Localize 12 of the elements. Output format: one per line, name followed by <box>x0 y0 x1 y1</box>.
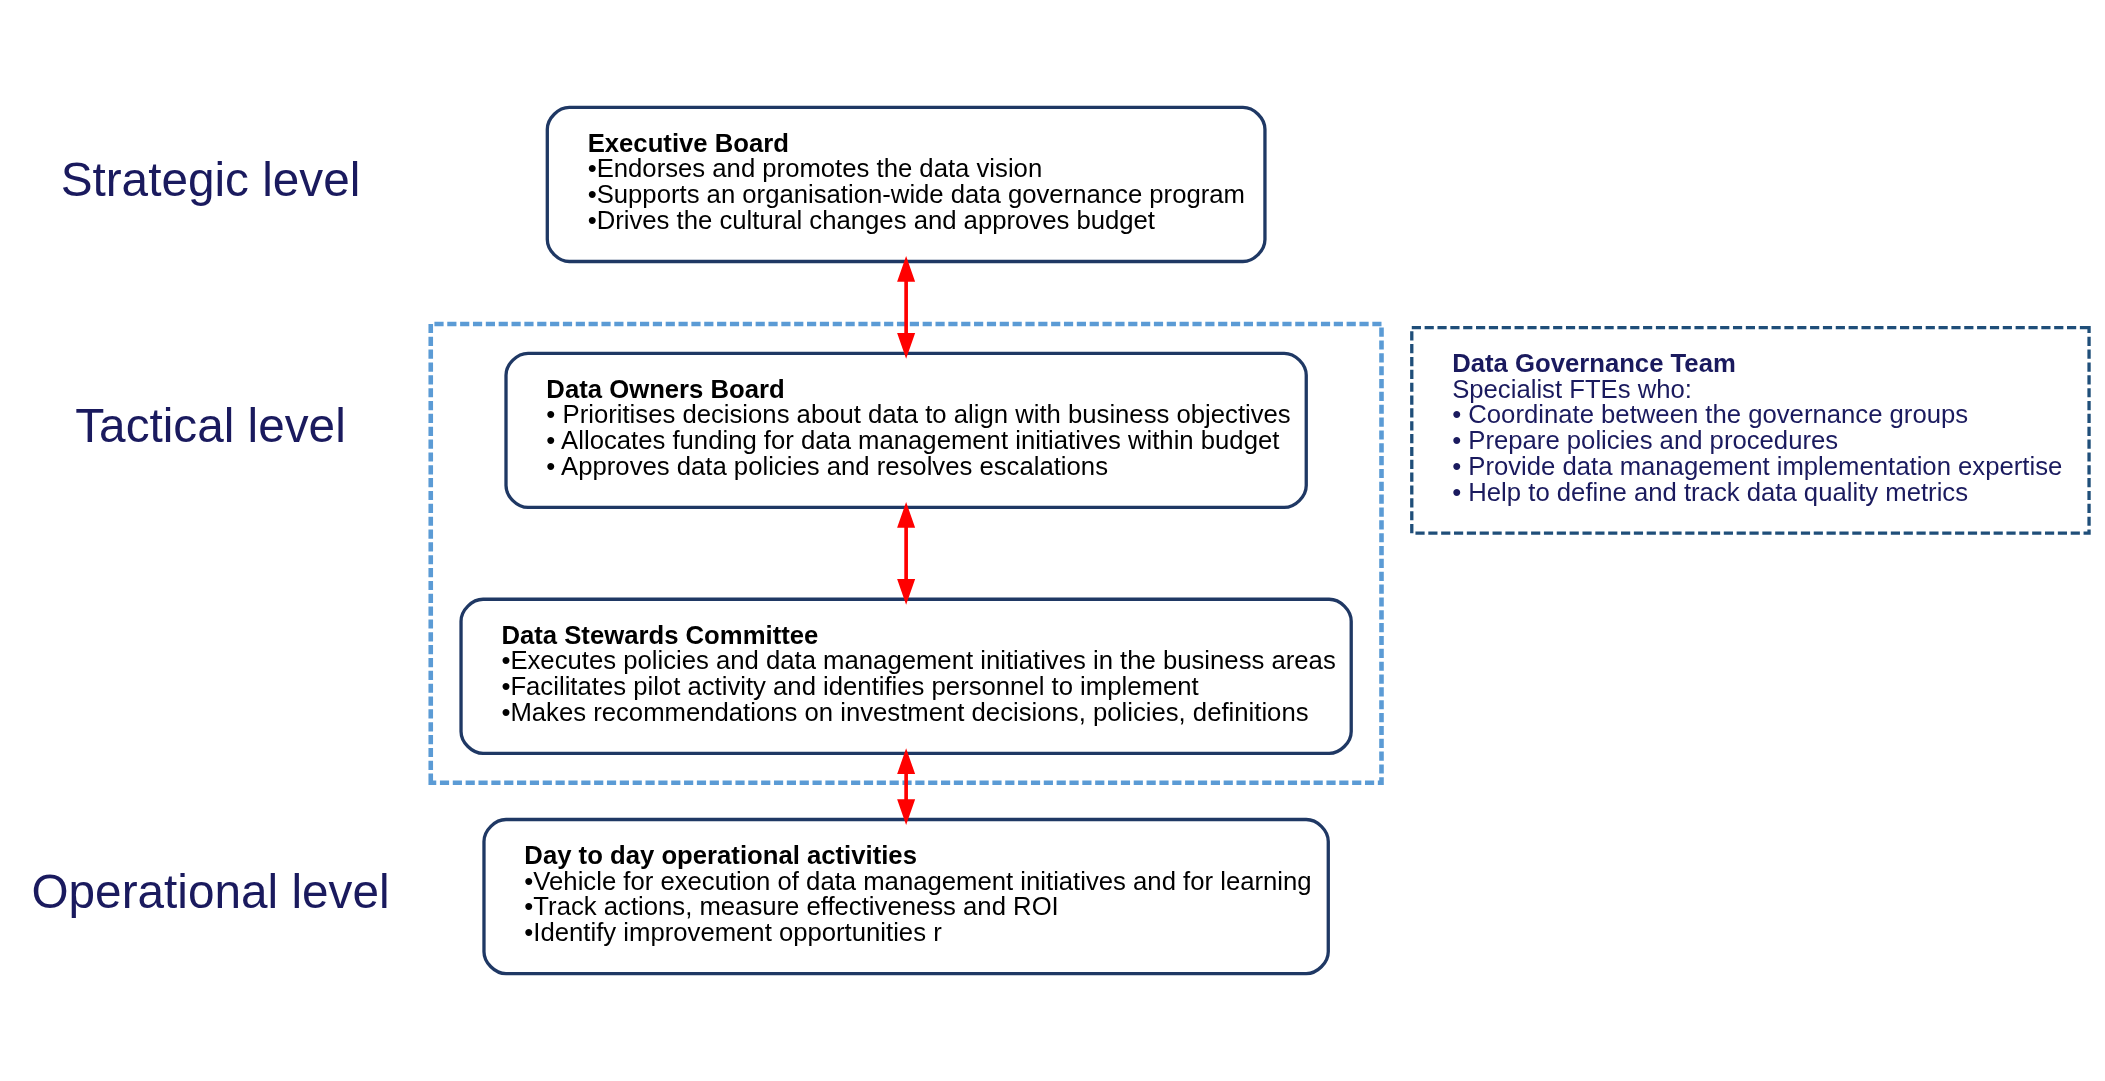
label: Tactical level <box>75 398 346 452</box>
arrow <box>897 502 916 605</box>
node-box: Data Owners Board • Prioritises decisions about data to align with business objectives • Allocates funding for data management initiatives within budget • Approves data policies and resolves escalations <box>504 351 1308 510</box>
node-box: Day to day operational activities •Vehicle for execution of data management initiatives and for learning •Track actions, measure effectiveness and ROI •Identify improvement opportunities r <box>482 817 1330 976</box>
arrow <box>897 256 916 359</box>
node-box: Data Governance Team Specialist FTEs who: • Coordinate between the governance groups • Prepare policies and procedures • Provide data management implementation expertise • Help to define and track data quality metrics <box>1410 325 2091 535</box>
node-box: Executive Board •Endorses and promotes the data vision •Supports an organisation-wide data governance program •Drives the cultural changes and approves budget <box>545 105 1267 264</box>
arrow <box>897 748 916 825</box>
cluster <box>428 321 1384 786</box>
label: Strategic level <box>60 152 361 206</box>
label: Operational level <box>31 865 390 919</box>
node-box: Data Stewards Committee •Executes policies and data management initiatives in the business areas •Facilitates pilot activity and identifies personnel to implement •Makes recommendations on investment decisions, policies, definitions <box>459 597 1353 756</box>
